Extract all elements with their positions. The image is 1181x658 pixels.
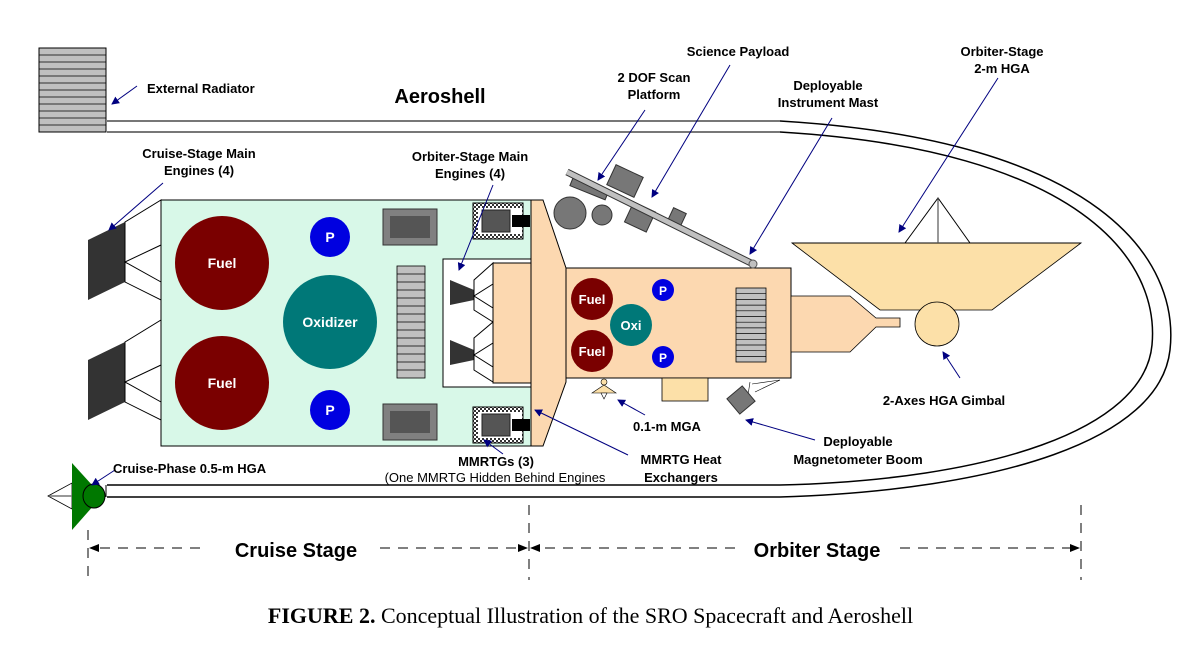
hga-gimbal-label: 2-Axes HGA Gimbal [883, 393, 1005, 408]
cruise-tanks: Fuel Fuel Oxidizer P P [175, 216, 377, 430]
orbiter-fuel-label: Fuel [579, 292, 606, 307]
pressurant-tank-label: P [325, 402, 334, 418]
orbiter-engines-label: Engines (4) [435, 166, 505, 181]
magnetometer-label: Deployable [823, 434, 892, 449]
scan-platform [553, 164, 758, 269]
external-radiator [38, 47, 107, 133]
orbiter-stage-body: Fuel Fuel Oxi P P [530, 199, 901, 447]
orbiter-hga-label: 2-m HGA [974, 61, 1030, 76]
mmrtgs-note: (One MMRTG Hidden Behind Engines [385, 470, 606, 485]
cruise-engines [88, 199, 162, 421]
orbiter-engines-label: Orbiter-Stage Main [412, 149, 528, 164]
heat-exchangers-label: Exchangers [644, 470, 718, 485]
cruise-engines-label: Engines (4) [164, 163, 234, 178]
figure-number: FIGURE 2. [267, 603, 376, 628]
figure-caption: FIGURE 2. Conceptual Illustration of the… [0, 603, 1181, 629]
orbiter-fuel-label: Fuel [579, 344, 606, 359]
leader-arrows [91, 64, 999, 486]
figure-caption-text: Conceptual Illustration of the SRO Space… [375, 603, 914, 628]
cruise-internals [382, 208, 438, 441]
heat-exchangers-label: MMRTG Heat [641, 452, 723, 467]
pressurant-tank-label: P [325, 229, 334, 245]
orbiter-oxi-label: Oxi [621, 318, 642, 333]
cruise-hga-label: Cruise-Phase 0.5-m HGA [113, 461, 267, 476]
scan-platform-label: Platform [628, 87, 681, 102]
fuel-tank-label: Fuel [208, 255, 237, 271]
stage-dimensions [87, 505, 1082, 580]
magnetometer-label: Magnetometer Boom [793, 452, 922, 467]
cruise-stage-label: Cruise Stage [235, 540, 357, 562]
cruise-phase-hga [47, 463, 107, 530]
orbiter-hga-label: Orbiter-Stage [960, 44, 1043, 59]
orbiter-hga [790, 197, 1083, 347]
oxidizer-tank-label: Oxidizer [302, 314, 358, 330]
magnetometer-boom [726, 379, 781, 415]
orbiter-stage-label: Orbiter Stage [754, 540, 881, 562]
science-payload-label: Science Payload [687, 44, 790, 59]
external-radiator-label: External Radiator [147, 81, 255, 96]
scan-platform-label: 2 DOF Scan [618, 70, 691, 85]
orbiter-pressurant-label: P [659, 284, 667, 298]
mga-label: 0.1-m MGA [633, 419, 702, 434]
instrument-mast-label: Deployable [793, 78, 862, 93]
mmrtgs [472, 202, 530, 444]
mga-antenna [591, 378, 617, 400]
aeroshell-title: Aeroshell [394, 86, 485, 108]
orbiter-engines [450, 261, 532, 384]
aeroshell [107, 120, 1172, 498]
fuel-tank-label: Fuel [208, 375, 237, 391]
orbiter-pressurant-label: P [659, 351, 667, 365]
mmrtgs-label: MMRTGs (3) [458, 454, 534, 469]
cruise-engines-label: Cruise-Stage Main [142, 146, 255, 161]
instrument-mast-label: Instrument Mast [778, 95, 879, 110]
